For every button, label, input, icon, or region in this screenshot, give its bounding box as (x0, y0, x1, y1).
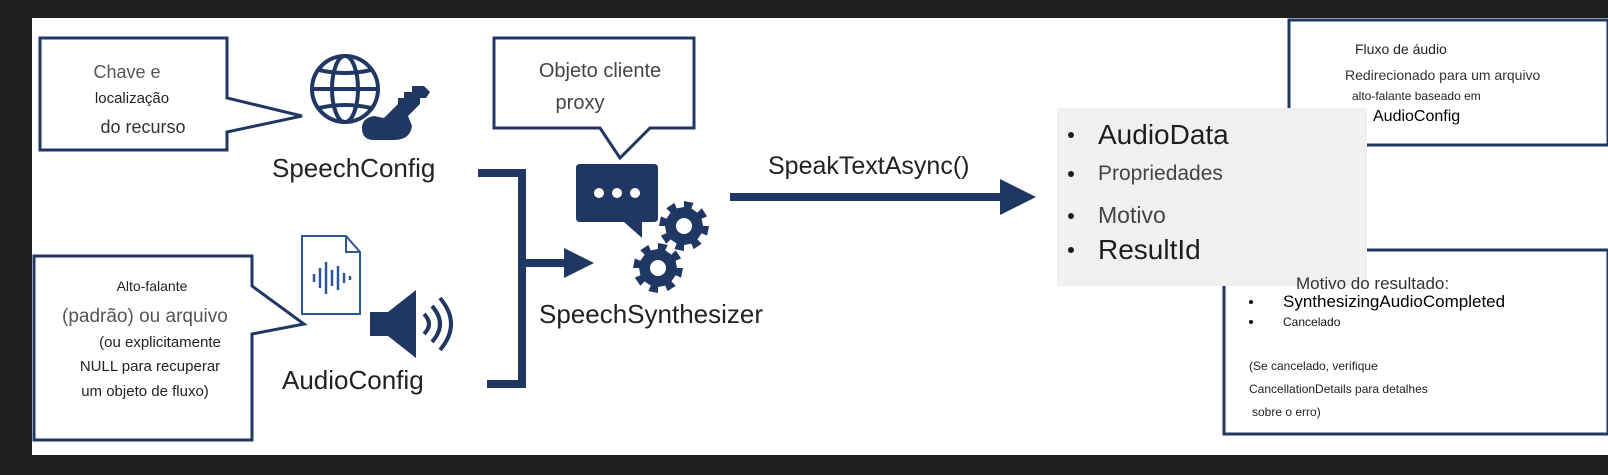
callout-reason-title: Motivo do resultado: (1296, 274, 1450, 293)
globe-icon (310, 54, 380, 124)
callout-speaker-line3: (ou explicitamente (99, 334, 221, 351)
callout-proxy-line1: Objeto cliente (538, 60, 662, 82)
result-item-resultid: ResultId (1068, 234, 1201, 266)
callout-speaker-line5: um objeto de fluxo) (81, 383, 209, 400)
callout-reason-box: Motivo do resultado: SynthesizingAudioCo… (1224, 250, 1608, 434)
result-item-label: AudioData (1098, 119, 1229, 150)
node-speech-config: SpeechConfig (272, 153, 436, 183)
callout-reason-item: SynthesizingAudioCompleted (1249, 292, 1505, 312)
callout-stream-line4: AudioConfig (1373, 108, 1461, 125)
result-item-propriedades: Propriedades (1068, 162, 1223, 186)
callout-reason-note1: (Se cancelado, verifique (1249, 359, 1378, 373)
node-speech-synthesizer: SpeechSynthesizer (539, 299, 764, 329)
bullet (1068, 247, 1074, 253)
result-item-motivo: Motivo (1068, 202, 1166, 229)
connector-bracket (478, 169, 526, 388)
diagram-canvas: AudioData Propriedades Motivo ResultId S… (32, 18, 1608, 455)
callout-key-shape (38, 36, 303, 152)
callout-stream-line3: alto-falante baseado em (1352, 89, 1481, 103)
callout-speaker-line2: (padrão) ou arquivo (62, 306, 228, 327)
bullet (1249, 320, 1253, 325)
callout-key-line2: localização (94, 90, 170, 107)
callout-reason-item-label: Cancelado (1283, 314, 1341, 329)
callout-reason-list: SynthesizingAudioCompleted Cancelado (1249, 292, 1505, 333)
node-audio-config: AudioConfig (282, 365, 424, 395)
callout-proxy-shape (492, 36, 696, 161)
key-icon (362, 86, 430, 140)
bullet (1068, 212, 1074, 219)
callout-key-line3: do recurso (100, 117, 186, 137)
callout-proxy-line2: proxy (555, 92, 605, 114)
bullet (1068, 171, 1074, 177)
chat-bubble-icon (576, 164, 658, 238)
callout-key-line1: Chave e (93, 62, 161, 82)
callout-speaker-line4: NULL para recuperar (79, 358, 221, 375)
callout-reason-item-label: SynthesizingAudioCompleted (1283, 292, 1506, 311)
bullet (1249, 299, 1253, 304)
result-panel (1057, 108, 1367, 286)
bullet (1068, 132, 1074, 138)
result-item-audiodata: AudioData (1068, 119, 1229, 151)
method-label: SpeakTextAsync() (768, 152, 970, 180)
callout-reason-note2: CancellationDetails para detalhes (1249, 382, 1428, 396)
gear-icon (633, 243, 683, 293)
diagram-graphics (32, 18, 1608, 442)
gear-icon (659, 201, 709, 251)
callout-stream-line2: Redirecionado para um arquivo (1345, 67, 1541, 83)
audio-file-icon (301, 235, 361, 315)
callout-reason-item: Cancelado (1249, 314, 1505, 330)
callout-speaker-line1: Alto-falante (116, 278, 188, 294)
callout-stream-line1: Fluxo de áudio (1355, 41, 1447, 57)
main-arrow-head (1000, 179, 1036, 215)
speaker-icon (370, 290, 453, 358)
callout-speaker-shape (32, 254, 308, 442)
result-item-label: Motivo (1098, 202, 1166, 228)
callout-reason-note3: sobre o erro) (1252, 405, 1321, 419)
connector-arrow-head (564, 248, 594, 278)
result-item-label: ResultId (1098, 234, 1201, 265)
result-item-label: Propriedades (1098, 162, 1223, 185)
